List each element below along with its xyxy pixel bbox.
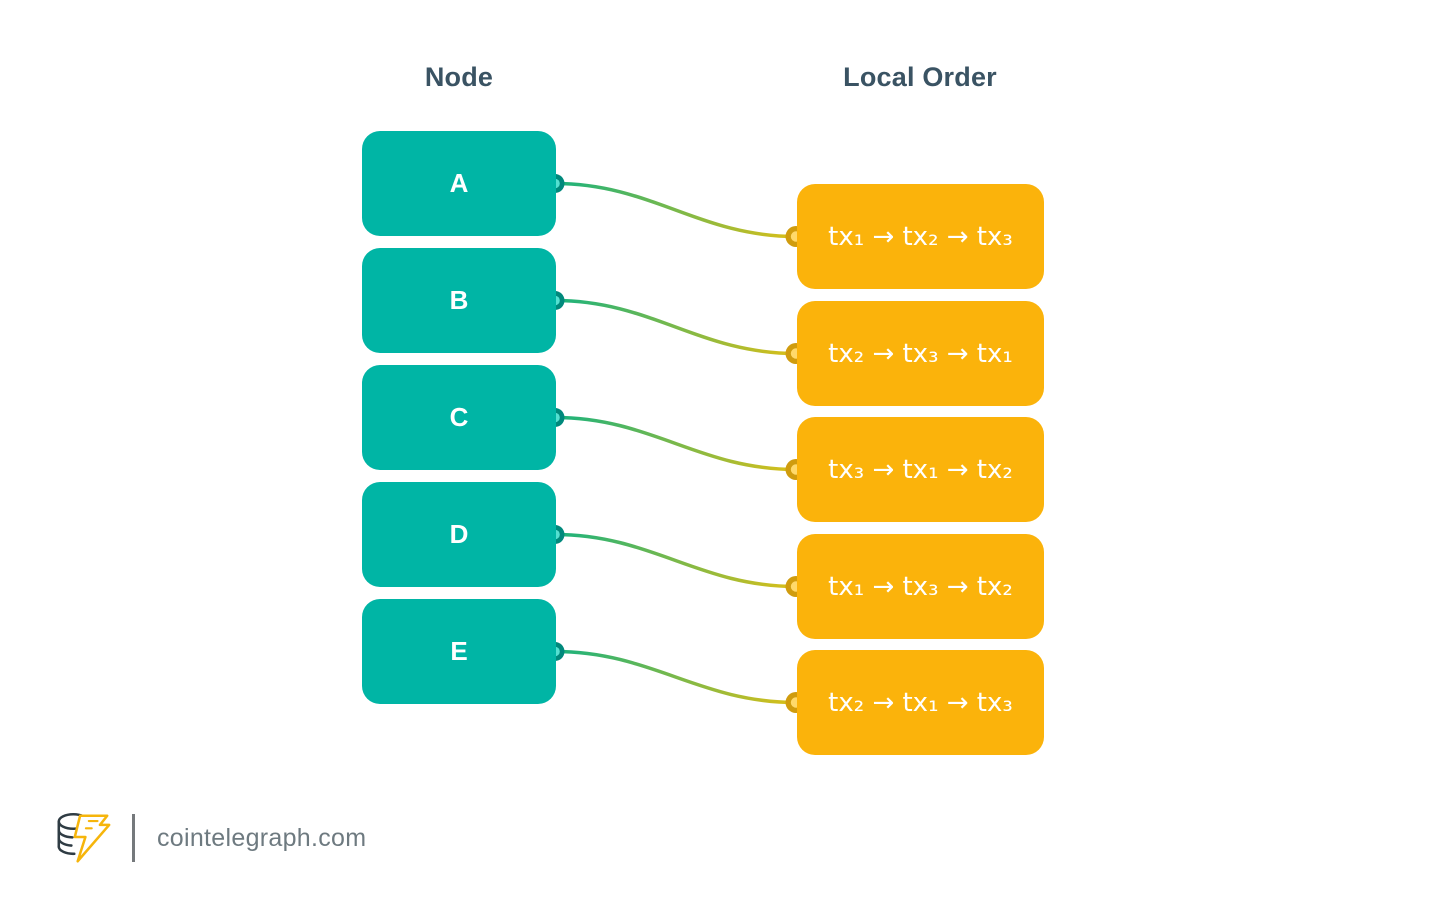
connector-b — [554, 298, 797, 356]
footer-divider — [132, 814, 135, 862]
node-box-b: B — [362, 248, 556, 353]
connector-curves — [554, 181, 797, 705]
connector-a — [554, 181, 797, 239]
order-label-4: tx₁ → tx₃ → tx₂ — [828, 571, 1013, 602]
order-box-2: tx₂ → tx₃ → tx₁ — [797, 301, 1044, 406]
node-label-c: C — [449, 402, 469, 432]
connector-d — [554, 532, 797, 589]
order-label-2: tx₂ → tx₃ → tx₁ — [828, 338, 1013, 369]
order-label-1: tx₁ → tx₂ → tx₃ — [828, 221, 1013, 252]
order-box-1: tx₁ → tx₂ → tx₃ — [797, 184, 1044, 289]
connector-e — [554, 649, 797, 705]
node-box-a: A — [362, 131, 556, 236]
node-label-a: A — [449, 168, 469, 198]
node-label-e: E — [450, 636, 468, 666]
cointelegraph-logo-icon — [57, 813, 111, 863]
order-label-5: tx₂ → tx₁ → tx₃ — [828, 687, 1013, 718]
column-header-node: Node — [424, 62, 494, 92]
order-box-4: tx₁ → tx₃ → tx₂ — [797, 534, 1044, 639]
order-box-3: tx₃ → tx₁ → tx₂ — [797, 417, 1044, 522]
node-box-c: C — [362, 365, 556, 470]
order-box-5: tx₂ → tx₁ → tx₃ — [797, 650, 1044, 755]
lightning-bolt — [73, 814, 111, 863]
node-box-d: D — [362, 482, 556, 587]
connector-c — [554, 415, 797, 472]
footer-branding: cointelegraph.com — [52, 804, 366, 872]
order-label-3: tx₃ → tx₁ → tx₂ — [828, 454, 1013, 485]
node-box-e: E — [362, 599, 556, 704]
node-label-b: B — [449, 285, 469, 315]
node-label-d: D — [449, 519, 469, 549]
footer-brand-text: cointelegraph.com — [157, 823, 367, 852]
column-header-local-order: Local Order — [843, 62, 997, 92]
